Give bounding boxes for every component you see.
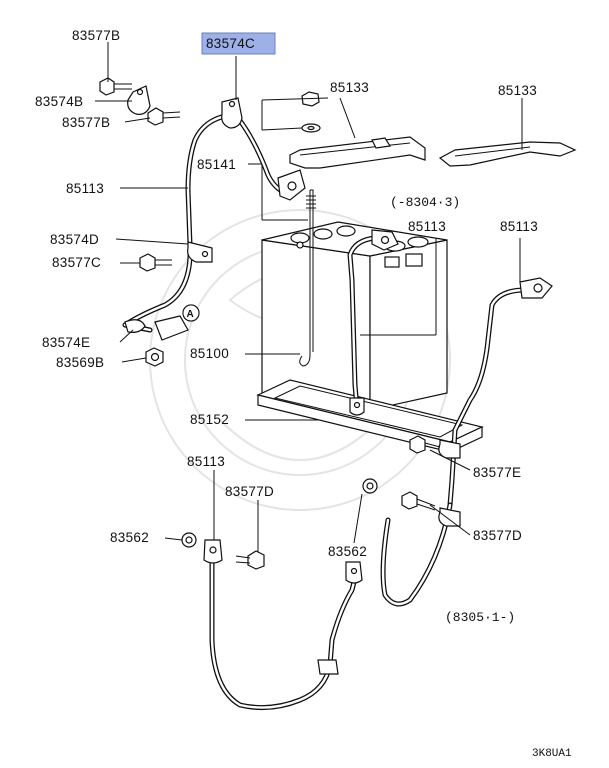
nut-83569B[interactable] (145, 347, 164, 367)
label-85100[interactable]: 85100 (190, 346, 229, 361)
label-85113-left[interactable]: 85113 (66, 181, 104, 196)
label-83574E[interactable]: 83574E (42, 335, 90, 350)
label-83574C[interactable]: 83574C (206, 36, 255, 51)
label-83562-mid[interactable]: 83562 (328, 544, 367, 559)
label-85133-b[interactable]: 85133 (498, 83, 537, 98)
label-83577B-top[interactable]: 83577B (72, 28, 120, 43)
label-83577D-right[interactable]: 83577D (473, 528, 522, 543)
battery-cable-right[interactable] (380, 277, 553, 607)
washer-83562-mid[interactable] (362, 478, 378, 494)
clip-83574E[interactable] (124, 319, 146, 333)
label-83562-left[interactable]: 83562 (110, 530, 149, 545)
label-83574B[interactable]: 83574B (35, 94, 83, 109)
label-85133-a[interactable]: 85133 (330, 80, 369, 95)
label-83569B[interactable]: 83569B (56, 355, 104, 370)
clamp-83574B[interactable] (127, 85, 151, 115)
label-83577E[interactable]: 83577E (473, 465, 521, 480)
holddown-washer[interactable] (301, 123, 321, 133)
battery-cable-bottom[interactable] (203, 539, 363, 711)
clamp-83577D-right[interactable] (401, 491, 461, 527)
clamp-83577E-bolt[interactable] (409, 435, 461, 459)
label-85152[interactable]: 85152 (190, 412, 229, 427)
label-83577B-mid[interactable]: 83577B (62, 115, 110, 130)
label-85113-bottom[interactable]: 85113 (187, 454, 225, 469)
bolt-83577B-mid[interactable] (147, 107, 181, 126)
washer-83562-left[interactable] (181, 532, 197, 548)
label-83577C[interactable]: 83577C (52, 255, 101, 270)
label-85113-mid[interactable]: 85113 (408, 219, 446, 234)
marker-a-circle (182, 304, 200, 322)
battery-holddown-b[interactable] (438, 141, 577, 167)
bolt-83577B-top[interactable] (99, 77, 132, 96)
clamp-83574D[interactable] (187, 241, 213, 263)
holddown-rod[interactable] (299, 189, 316, 367)
label-date-a: (-8304·3) (390, 195, 460, 210)
battery-holddown-a[interactable] (289, 136, 426, 169)
label-date-b: (8305·1-) (445, 610, 515, 625)
bolt-83577D-left[interactable] (235, 550, 265, 570)
label-83577D-left[interactable]: 83577D (225, 484, 274, 499)
battery-tray[interactable] (256, 379, 484, 453)
bolt-83577C[interactable] (139, 253, 172, 272)
label-85113-right[interactable]: 85113 (500, 219, 538, 234)
highlight-box-83574C (201, 32, 276, 55)
marker-a: A (187, 309, 194, 320)
figure-code: 3K8UA1 (532, 748, 572, 760)
label-85141[interactable]: 85141 (197, 157, 236, 172)
clamp-83574C[interactable] (221, 97, 243, 129)
battery-cable-mid[interactable] (347, 229, 399, 416)
label-83574D[interactable]: 83574D (50, 232, 99, 247)
leader-lines (95, 42, 523, 552)
